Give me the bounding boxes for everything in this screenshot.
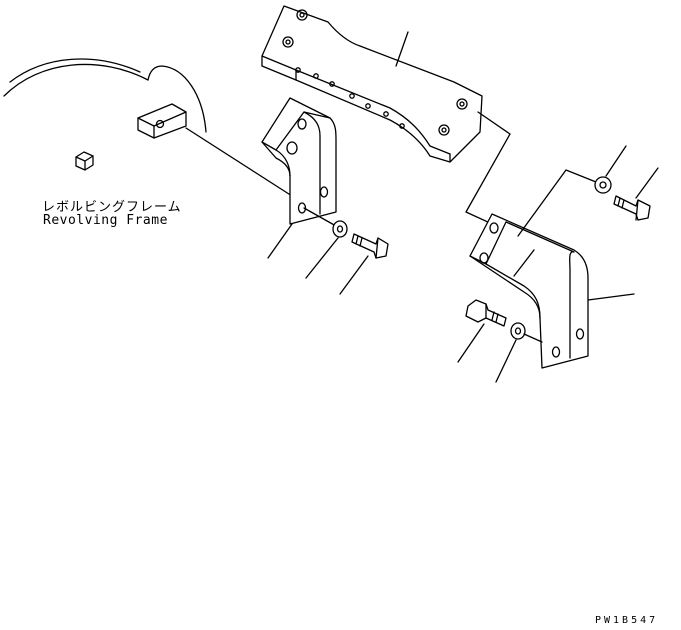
left-washer (332, 220, 348, 238)
part-name-english: Revolving Frame (43, 213, 168, 228)
leader-right-bracket-outer (587, 293, 635, 301)
top-plate (261, 5, 483, 163)
top-right-bolt (613, 195, 651, 221)
drawing-code: PW1B547 (595, 615, 659, 626)
leader-lower-washer-link (523, 333, 543, 343)
left-bracket (261, 97, 337, 225)
frame-mount-block (137, 103, 187, 139)
leader-left-washer (305, 237, 339, 279)
leader-left-bolt (339, 255, 369, 295)
leader-right-bracket-inner (513, 249, 535, 277)
part-name-japanese: レボルビングフレーム (42, 200, 182, 215)
leader-left-bracket (267, 223, 293, 259)
leader-top-right-bolt (635, 167, 659, 199)
leader-right-bracket-to-washer (517, 169, 597, 237)
leader-top-plate (395, 31, 409, 67)
leader-line-block-to-bracket (185, 127, 293, 197)
small-nut-part (75, 151, 94, 171)
leader-line-bracket-to-washer (303, 207, 337, 227)
leader-lower-bolt (457, 323, 485, 363)
leader-lower-washer (495, 339, 517, 383)
lower-washer (510, 322, 526, 340)
right-bracket (469, 213, 589, 369)
top-right-washer (594, 176, 612, 194)
left-bolt (351, 233, 389, 259)
lower-bolt (465, 299, 507, 327)
revolving-frame-outline (3, 58, 207, 133)
leader-top-right-washer (605, 145, 627, 177)
